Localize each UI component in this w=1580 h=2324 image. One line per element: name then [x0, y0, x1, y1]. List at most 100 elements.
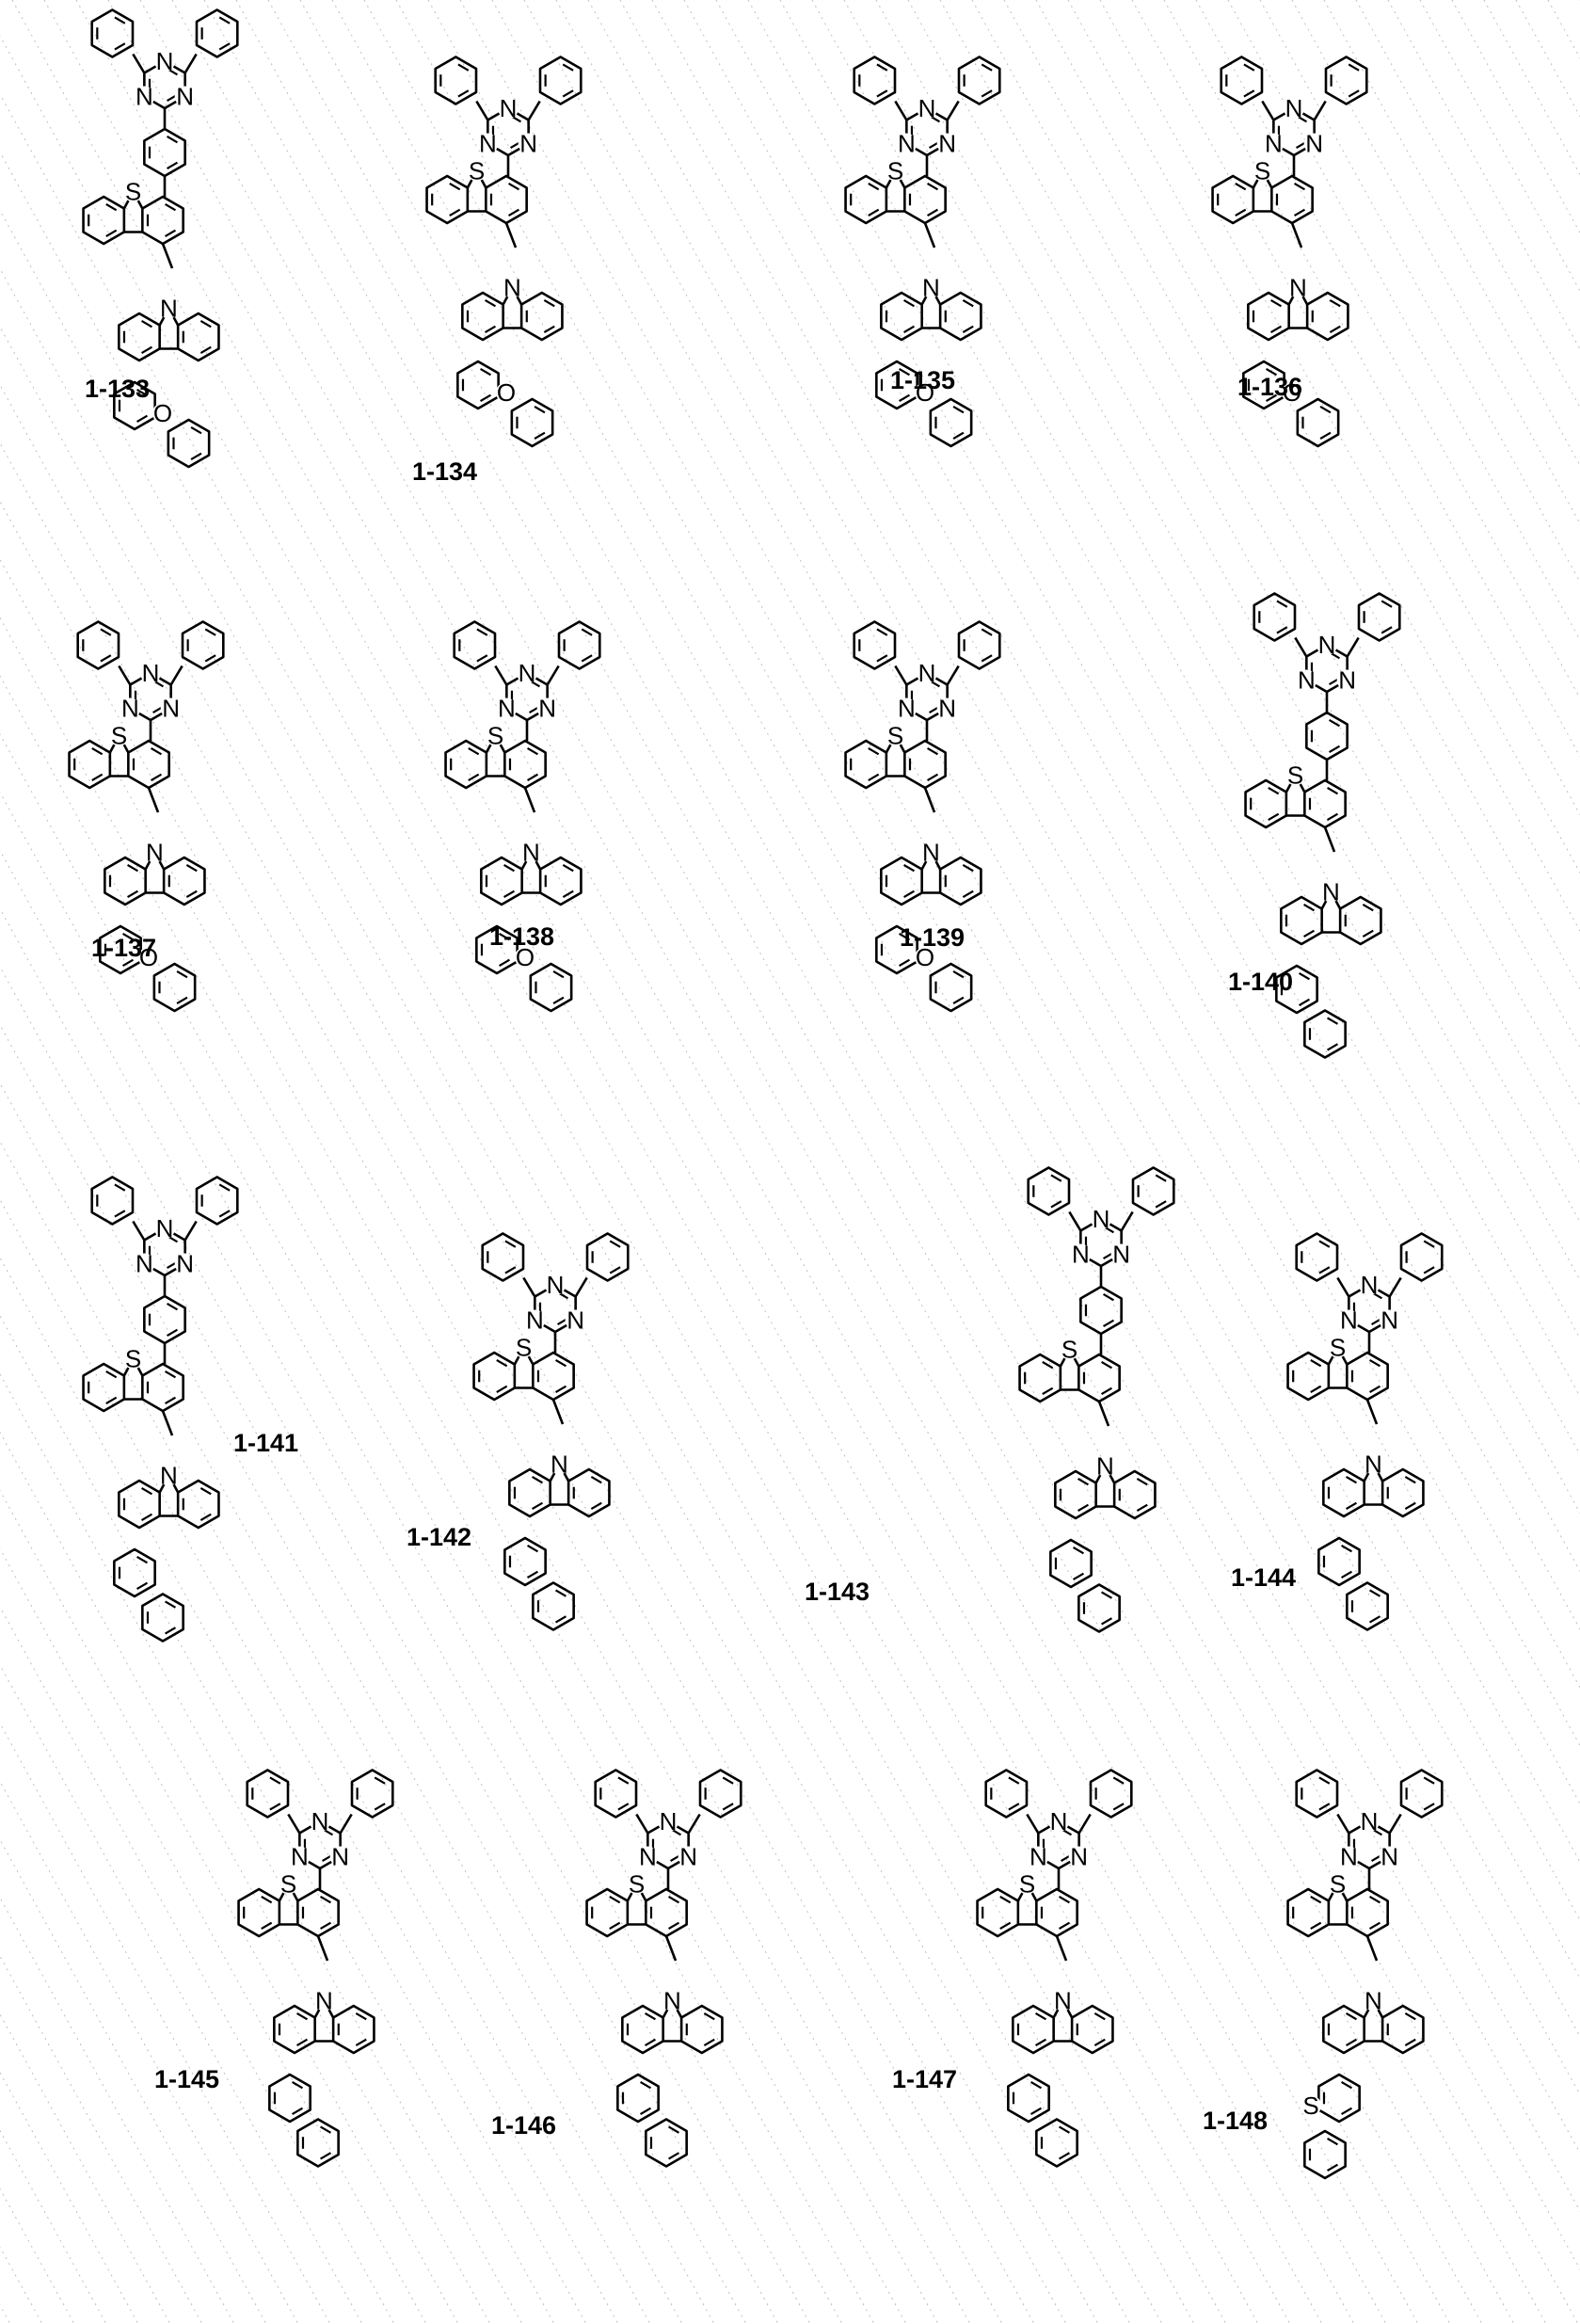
compound-label-1-139: 1-139: [900, 923, 965, 952]
pattern-line: [1068, 0, 1580, 2324]
pattern-line: [588, 0, 1580, 2324]
single-bond: [1325, 827, 1334, 852]
pattern-line: [1516, 0, 1580, 2324]
pattern-line: [1132, 0, 1580, 2324]
double-bond: [137, 1557, 148, 1563]
single-bond: [925, 223, 934, 248]
nitrogen-atom: N: [142, 659, 160, 687]
double-bond: [556, 1590, 567, 1595]
nitrogen-atom: N: [1340, 1843, 1358, 1871]
double-bond: [106, 1371, 117, 1377]
double-bond: [356, 2040, 366, 2045]
double-bond: [904, 327, 915, 332]
double-bond: [321, 2153, 331, 2158]
sulfur-atom: S: [1302, 2092, 1318, 2120]
single-bond: [1367, 1936, 1377, 1961]
double-bond: [191, 454, 201, 459]
double-bond: [1311, 1897, 1321, 1902]
pattern-line: [1004, 0, 1580, 2324]
double-bond: [1328, 814, 1338, 820]
double-bond: [618, 1803, 629, 1809]
double-bond: [900, 960, 910, 966]
double-bond: [544, 300, 554, 306]
nitrogen-atom: N: [136, 1250, 153, 1278]
double-bond: [877, 629, 887, 634]
sulfur-atom: S: [516, 1334, 532, 1362]
pattern-line: [0, 0, 1226, 2324]
double-bond: [1051, 1175, 1061, 1180]
sulfur-atom: S: [1287, 761, 1303, 790]
nitrogen-atom: N: [1361, 1807, 1379, 1835]
pattern-line: [268, 0, 1546, 2324]
nitrogen-atom: N: [1050, 1807, 1068, 1835]
single-bond: [163, 244, 172, 268]
single-bond: [1262, 102, 1273, 120]
double-bond: [669, 2126, 679, 2132]
double-bond: [450, 210, 460, 216]
nitrogen-atom: N: [567, 1306, 584, 1335]
compound-label-1-142: 1-142: [407, 1523, 471, 1551]
oxygen-atom: O: [153, 399, 172, 427]
double-bond: [1328, 1044, 1338, 1050]
nitrogen-atom: N: [898, 130, 916, 158]
single-bond: [133, 55, 144, 73]
double-bond: [101, 655, 111, 661]
double-bond: [1330, 746, 1340, 752]
double-bond: [982, 64, 992, 70]
double-bond: [1319, 1803, 1330, 1809]
double-bond: [1078, 1479, 1089, 1484]
double-bond: [1347, 2013, 1357, 2019]
compound-label-1-140: 1-140: [1228, 968, 1293, 996]
double-bond: [1043, 1388, 1053, 1394]
nitrogen-atom: N: [1070, 1843, 1088, 1871]
double-bond: [1102, 1388, 1112, 1394]
pattern-line: [780, 0, 1580, 2324]
double-bond: [1244, 90, 1254, 96]
nitrogen-atom: N: [291, 1843, 309, 1871]
sulfur-atom: S: [469, 157, 485, 185]
pattern-line: [460, 0, 1580, 2324]
nitrogen-atom: N: [1365, 1987, 1382, 2015]
double-bond: [582, 655, 592, 661]
double-bond: [610, 1267, 620, 1273]
double-bond: [504, 891, 515, 897]
sulfur-atom: S: [1330, 1870, 1346, 1899]
double-bond: [556, 1616, 567, 1622]
single-bond: [523, 1278, 535, 1297]
double-bond: [205, 629, 215, 634]
double-bond: [953, 407, 964, 412]
nitrogen-atom: N: [639, 1843, 657, 1871]
single-bond: [119, 666, 130, 685]
molecule-1-146: NNNSN: [587, 1771, 742, 2167]
double-bond: [610, 1241, 620, 1246]
pattern-line: [332, 0, 1580, 2324]
pattern-line: [204, 0, 1482, 2324]
nitrogen-atom: N: [176, 1250, 194, 1278]
double-bond: [166, 204, 176, 210]
compound-label-1-147: 1-147: [892, 2065, 957, 2093]
double-bond: [563, 64, 573, 70]
nitrogen-atom: N: [1365, 1450, 1382, 1479]
double-bond: [1102, 1618, 1112, 1624]
single-bond: [576, 1278, 587, 1297]
nitrogen-atom: N: [1029, 1843, 1047, 1871]
double-bond: [219, 1210, 230, 1216]
double-bond: [106, 1398, 117, 1403]
nitrogen-atom: N: [538, 695, 556, 723]
single-bond: [689, 1815, 700, 1834]
double-bond: [535, 433, 545, 439]
pattern-line: [300, 0, 1578, 2324]
nitrogen-atom: N: [315, 1987, 333, 2015]
double-bond: [877, 655, 887, 661]
pattern-line: [1100, 0, 1580, 2324]
nitrogen-atom: N: [938, 130, 956, 158]
double-bond: [528, 1546, 538, 1551]
oxygen-atom: O: [497, 378, 516, 407]
double-bond: [869, 210, 879, 216]
pattern-line: [108, 0, 1386, 2324]
nitrogen-atom: N: [519, 130, 537, 158]
double-bond: [1342, 1546, 1352, 1551]
nitrogen-atom: N: [156, 1214, 174, 1242]
pattern-line: [364, 0, 1580, 2324]
double-bond: [1319, 1777, 1330, 1783]
